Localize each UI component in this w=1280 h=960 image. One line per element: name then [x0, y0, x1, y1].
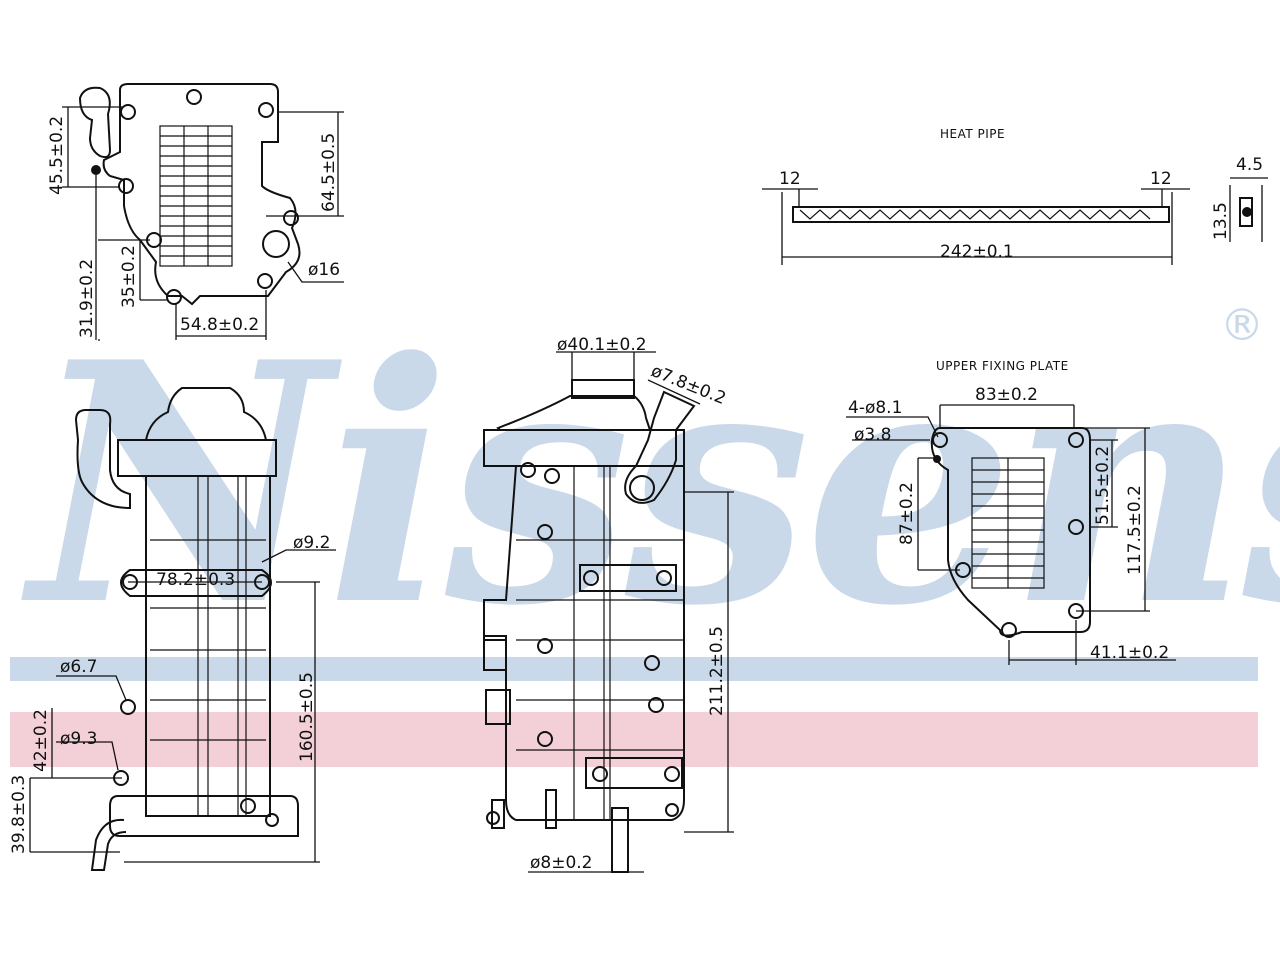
heat-pipe-dim-height: 13.5	[1211, 202, 1231, 240]
fixing-plate-dim-h3: 117.5±0.2	[1125, 485, 1145, 575]
mount-hole	[583, 570, 599, 586]
top-view-dim-d5: 54.8±0.2	[180, 315, 259, 335]
fixing-hole	[1068, 432, 1084, 448]
mount-hole	[537, 731, 553, 747]
fixing-hole	[1001, 622, 1017, 638]
bore-ø16	[262, 230, 290, 258]
mount-hole	[544, 468, 560, 484]
fixing-hole	[1068, 519, 1084, 535]
mount-hole	[664, 766, 680, 782]
top-view: 45.5±0.2 64.5±0.5 31.9±0.2 35±0.2 54.8±0…	[47, 83, 344, 341]
watermark-band-blue	[10, 657, 1258, 681]
heat-pipe-dim-end-right: 12	[1150, 169, 1172, 189]
side-view: ø40.1±0.2 ø7.8±0.2 211.2±0.5 ø8±0.2	[483, 335, 734, 873]
side-view-cap-top	[571, 379, 635, 399]
mount-hole	[166, 289, 182, 305]
side-view-dim-cap: ø40.1±0.2	[557, 335, 647, 355]
front-view-dim-h2: 39.8±0.3	[9, 775, 29, 854]
side-view-dim-height: 211.2±0.5	[707, 626, 727, 716]
top-view-dim-lines	[62, 106, 344, 341]
front-view-flange	[120, 569, 272, 597]
side-view-port-opening	[629, 475, 655, 501]
mount-hole-ø6.7	[120, 699, 136, 715]
mount-hole	[537, 524, 553, 540]
top-view-dim-d3: 31.9±0.2	[77, 259, 97, 338]
side-view-dim-pin: ø8±0.2	[530, 853, 593, 873]
heat-pipe-dim-length: 242±0.1	[940, 242, 1014, 262]
front-view-ribs	[150, 476, 266, 816]
heat-pipe-section-dot	[1242, 207, 1252, 217]
mount-hole	[283, 210, 299, 226]
side-view-ribs	[516, 466, 684, 820]
registered-mark: ®	[1220, 300, 1264, 351]
heat-pipe-dim-end-left: 12	[779, 169, 801, 189]
front-view-hose	[74, 409, 131, 510]
side-view-bottom-pin	[611, 807, 629, 873]
side-view-clamp	[579, 564, 677, 592]
mount-hole	[265, 813, 279, 827]
side-view-lower-clamp	[585, 757, 683, 789]
heat-pipe-body	[792, 206, 1170, 223]
mount-hole	[665, 803, 679, 817]
fixing-plate-dim-width: 83±0.2	[975, 385, 1038, 405]
top-view-core-fins	[160, 126, 232, 266]
top-view-outline	[102, 83, 301, 306]
mount-hole	[486, 811, 500, 825]
mount-hole	[240, 798, 256, 814]
upper-fixing-plate-title: UPPER FIXING PLATE	[936, 359, 1069, 373]
fixing-pin	[933, 455, 941, 463]
top-view-dim-d4: 35±0.2	[119, 245, 139, 308]
heat-pipe-title: HEAT PIPE	[940, 127, 1005, 141]
top-view-holes	[91, 89, 299, 305]
fixing-plate-dim-offset: 41.1±0.2	[1090, 643, 1169, 663]
side-view-side-tabs	[483, 635, 511, 725]
front-view-dim-span: 78.2±0.3	[156, 570, 235, 590]
heat-pipe-view: HEAT PIPE 12 12 242±0.1 4.5 13.5	[762, 127, 1268, 265]
top-view-dim-bore: ø16	[308, 260, 340, 280]
upper-fixing-plate-view: UPPER FIXING PLATE 4-ø8.1 ø3.8 83±0.2 87…	[846, 359, 1176, 665]
fixing-hole	[932, 432, 948, 448]
fixing-plate-slot-lines	[972, 458, 1044, 588]
fixing-plate-dim-lines	[846, 404, 1176, 665]
fixing-plate-dim-h1: 87±0.2	[897, 482, 917, 545]
top-view-dim-d1: 45.5±0.2	[47, 116, 67, 195]
side-view-bottom-fittings	[491, 789, 557, 829]
mount-hole	[258, 102, 274, 118]
mount-hole	[644, 655, 660, 671]
mount-hole	[120, 104, 136, 120]
side-view-body	[483, 465, 685, 821]
side-view-dim-lines	[528, 351, 734, 873]
top-view-pipe	[78, 86, 112, 159]
front-view-outlet-pipe	[90, 818, 127, 871]
front-view: ø9.2 78.2±0.3 ø6.7 ø9.3 42±0.2 39.8±0.3 …	[9, 387, 336, 871]
fixing-plate-dim-holes: 4-ø8.1	[848, 398, 902, 418]
heat-pipe-fins	[799, 209, 1151, 220]
heat-pipe-dim-width: 4.5	[1236, 155, 1263, 175]
mount-hole	[656, 570, 672, 586]
mount-hole	[520, 462, 536, 478]
mount-hole	[257, 273, 273, 289]
fixing-plate-dim-pin: ø3.8	[854, 425, 891, 445]
front-view-dim-h3: 160.5±0.5	[297, 672, 317, 762]
top-view-dim-d2: 64.5±0.5	[319, 133, 339, 212]
front-view-dim-hole-c: ø9.3	[60, 729, 97, 749]
front-view-cap	[144, 387, 268, 441]
mount-hole	[648, 697, 664, 713]
front-view-dim-lines	[29, 549, 336, 863]
front-view-dim-hole-b: ø6.7	[60, 657, 97, 677]
side-view-holes	[486, 462, 680, 825]
side-view-port-pipe	[624, 390, 696, 504]
mount-hole	[592, 766, 608, 782]
mount-hole	[186, 89, 202, 105]
mount-hole	[537, 638, 553, 654]
mount-hole	[118, 178, 134, 194]
heat-pipe-dim-lines	[762, 177, 1268, 265]
fixing-plate-dim-h2: 51.5±0.2	[1093, 446, 1113, 525]
front-view-dim-h1: 42±0.2	[31, 709, 51, 772]
front-view-dim-hole-a: ø9.2	[293, 533, 330, 553]
